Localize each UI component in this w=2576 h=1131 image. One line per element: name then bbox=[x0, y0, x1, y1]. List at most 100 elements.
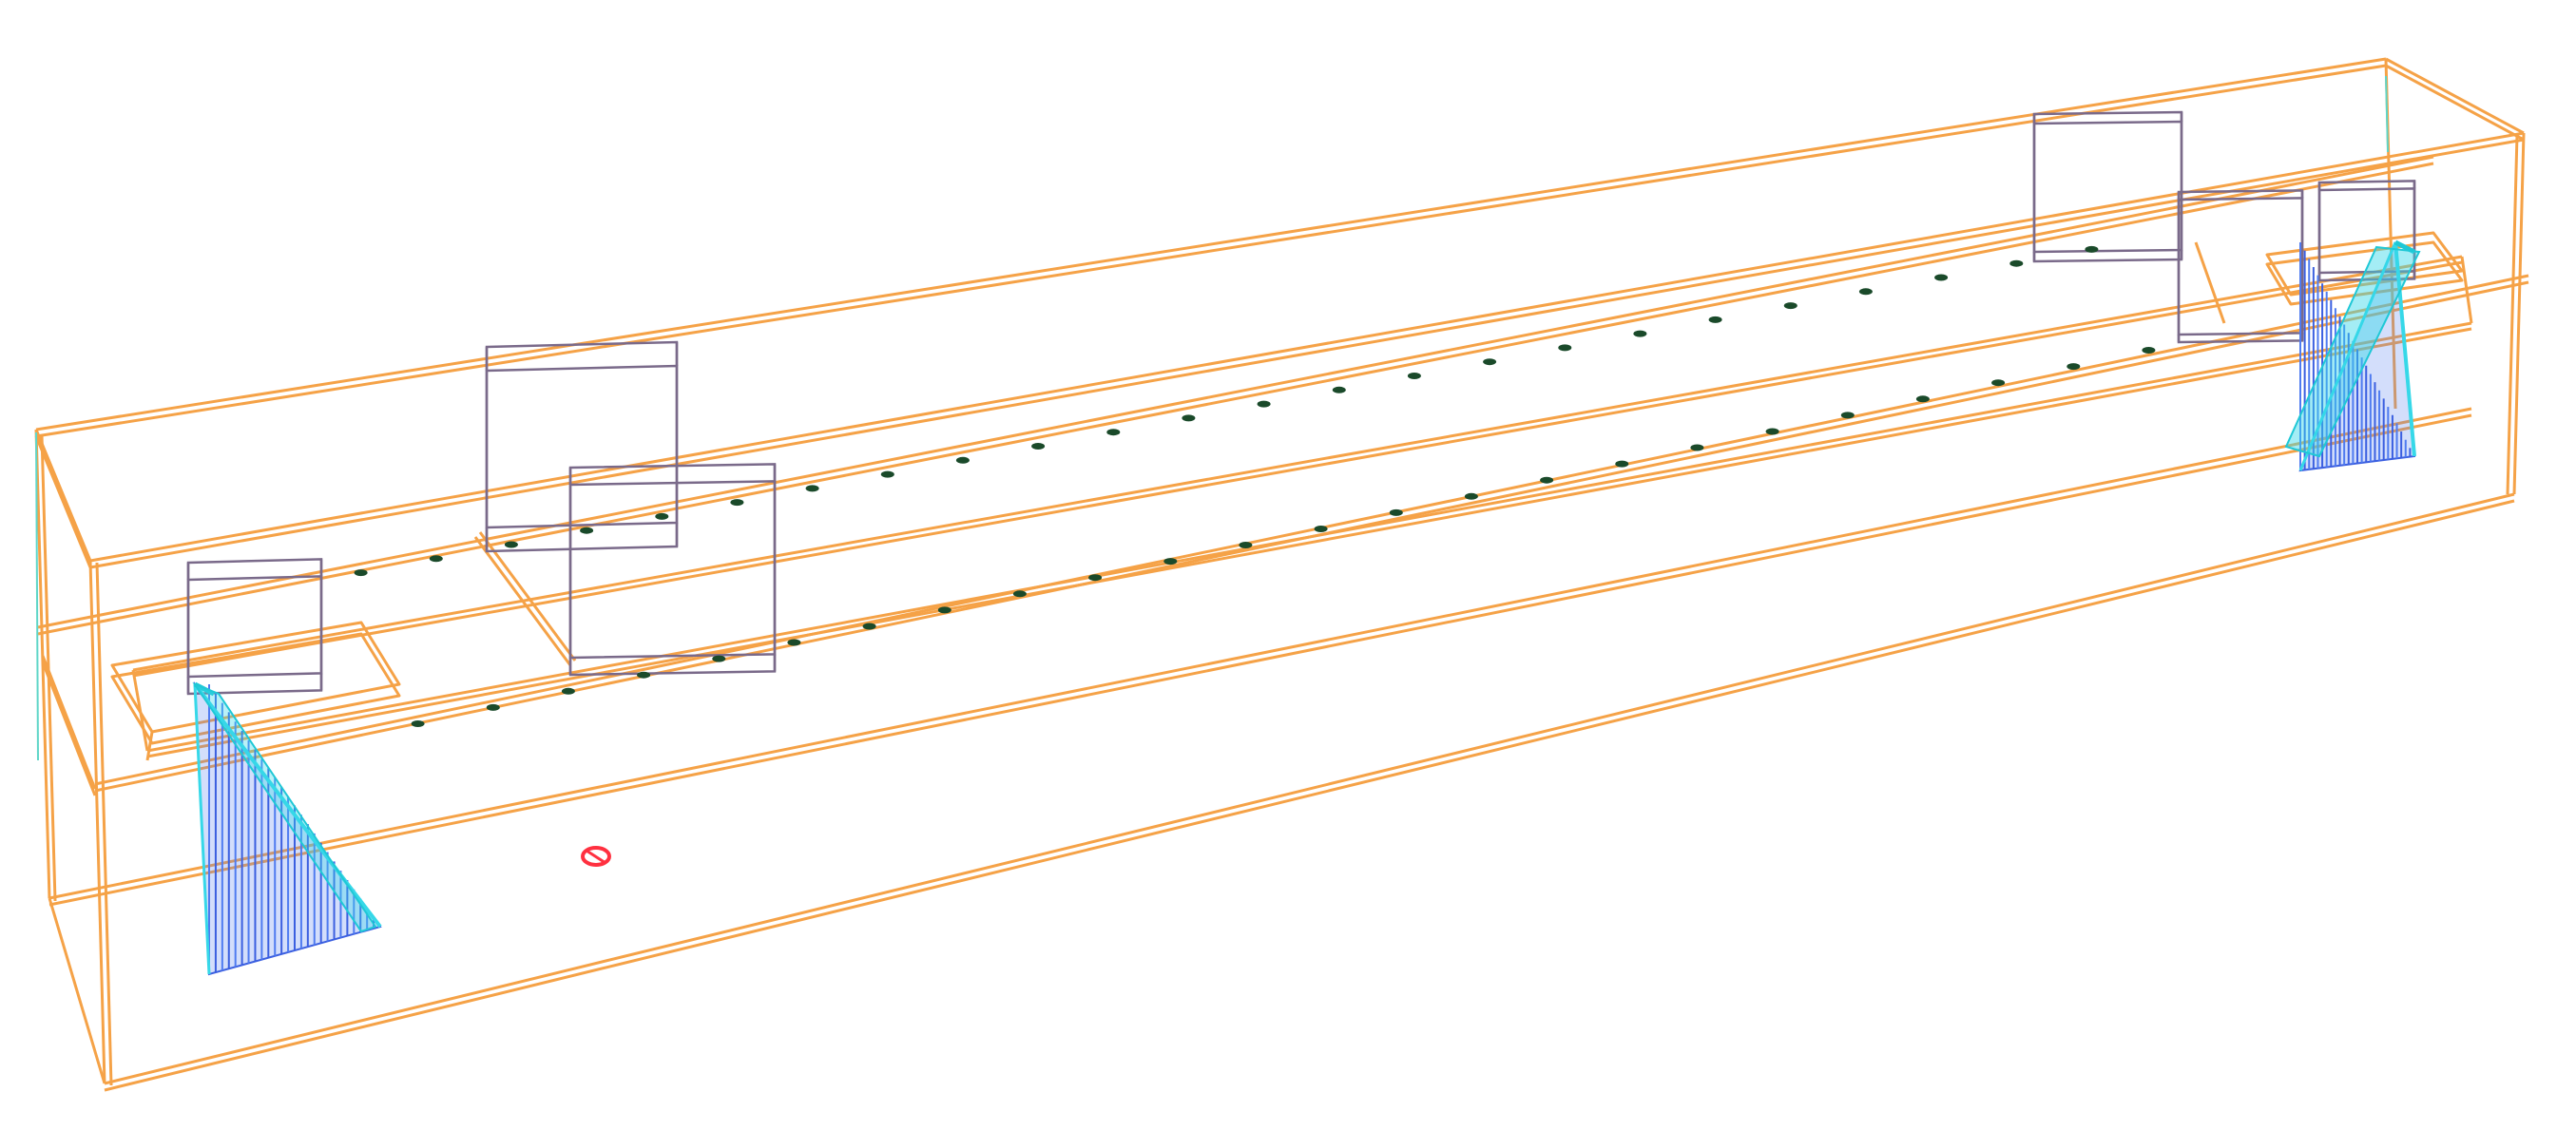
enclosure-front-left-vertical bbox=[95, 562, 113, 1086]
right-platform bbox=[2265, 231, 2464, 297]
enclosure-left-mid-link bbox=[41, 661, 97, 796]
sensor-point bbox=[1540, 476, 1554, 484]
fan-inlet-right-face bbox=[2284, 245, 2421, 458]
sensor-point bbox=[1765, 428, 1779, 435]
right-mid-box bbox=[2177, 197, 2304, 344]
source-marker-slash bbox=[586, 849, 606, 865]
enclosure-top-right-edge bbox=[2385, 57, 2525, 135]
shelf-back-edge bbox=[132, 260, 2463, 678]
sensor-point bbox=[1332, 386, 1346, 393]
enclosure-left-mid-link bbox=[41, 655, 97, 790]
enclosure-top-front-edge bbox=[89, 138, 2525, 569]
sensor-point bbox=[1031, 443, 1046, 450]
shelf-front-edge bbox=[146, 321, 2472, 753]
shelf-right-edge bbox=[2460, 256, 2473, 324]
sensor-point bbox=[787, 639, 801, 646]
left-platform bbox=[110, 621, 401, 734]
left-platform bbox=[110, 632, 401, 745]
right-platform bbox=[2265, 240, 2464, 306]
fan-inlet-right bbox=[2298, 240, 2416, 472]
source-marker-ring bbox=[581, 846, 611, 867]
sensor-point bbox=[1163, 558, 1178, 566]
fan-inlet-left bbox=[193, 681, 382, 976]
shelf-front-edge bbox=[146, 327, 2472, 758]
sensor-point bbox=[1615, 460, 1629, 468]
sensor-point bbox=[2142, 347, 2156, 354]
fan-inlet-right-edge bbox=[2393, 241, 2416, 457]
sensor-point bbox=[1389, 508, 1403, 516]
enclosure-front-mid-band bbox=[94, 274, 2529, 786]
enclosure-front-right-vertical bbox=[2512, 132, 2526, 495]
sensor-point bbox=[354, 569, 368, 577]
sensor-point bbox=[1783, 302, 1797, 310]
enclosure-top-left-edge bbox=[34, 435, 92, 568]
sensor-point bbox=[712, 655, 726, 662]
fan-inlet-left-face bbox=[192, 681, 377, 933]
enclosure-bottom-back-edge bbox=[48, 413, 2472, 907]
sensor-point bbox=[805, 485, 819, 492]
fan-inlets bbox=[192, 240, 2421, 976]
internal-boxes bbox=[186, 110, 2416, 696]
sensor-point bbox=[1088, 574, 1103, 582]
enclosure-bottom-front-edge bbox=[104, 499, 2515, 1092]
enclosure-bottom-front-edge bbox=[104, 492, 2515, 1085]
sensor-point bbox=[2009, 259, 2024, 267]
sensor-point bbox=[504, 541, 518, 548]
right-tall-box bbox=[2032, 120, 2183, 263]
sensor-point bbox=[1558, 344, 1572, 352]
enclosure-top-front-edge bbox=[89, 131, 2525, 563]
sensor-point bbox=[429, 555, 443, 563]
sensor-point bbox=[561, 687, 575, 695]
sensor-point bbox=[580, 527, 594, 534]
enclosure-top-right-edge bbox=[2385, 64, 2525, 142]
enclosure-top-back-edge bbox=[35, 57, 2387, 431]
right-wall-hint bbox=[2385, 75, 2389, 153]
sensor-point bbox=[1840, 412, 1855, 419]
sensor-point bbox=[730, 499, 744, 507]
sensor-point bbox=[1106, 429, 1121, 436]
sensor-point bbox=[1915, 395, 1930, 403]
enclosure-top-left-edge bbox=[34, 429, 92, 562]
sensor-point bbox=[955, 456, 970, 464]
sensor-point bbox=[880, 470, 894, 478]
sensor-point bbox=[2085, 245, 2099, 253]
sensor-point bbox=[1633, 330, 1647, 337]
sensor-point bbox=[1464, 492, 1478, 500]
sensor-point bbox=[1858, 288, 1873, 296]
source-marker-icon bbox=[581, 846, 611, 867]
sensor-point bbox=[1012, 590, 1027, 598]
enclosure-top-back-edge bbox=[35, 64, 2387, 438]
sensor-point bbox=[1483, 358, 1497, 366]
sensor-point bbox=[486, 703, 500, 711]
sensor-point bbox=[1690, 444, 1704, 451]
sensor-point bbox=[1934, 274, 1949, 281]
sensor-point bbox=[1708, 316, 1722, 323]
fan-inlet-right-edge bbox=[2298, 241, 2397, 471]
sensor-point bbox=[937, 606, 952, 614]
enclosure-frame bbox=[34, 57, 2529, 1092]
sensor-point bbox=[637, 671, 651, 679]
shelf-back-edge bbox=[132, 255, 2463, 672]
fan-inlet-left-edge bbox=[193, 683, 211, 975]
enclosure-front-right-vertical bbox=[2506, 134, 2519, 495]
left-wall-hint bbox=[35, 431, 39, 761]
enclosure-front-left-vertical bbox=[88, 560, 106, 1084]
sensor-point bbox=[862, 623, 876, 630]
enclosure-bottom-left-edge bbox=[48, 897, 106, 1084]
right-stay-line bbox=[2194, 241, 2226, 324]
sensor-point bbox=[1314, 526, 1328, 532]
left-platform-leg bbox=[145, 731, 154, 761]
sensor-points bbox=[354, 245, 2156, 727]
sensor-point bbox=[411, 720, 425, 727]
enclosure-back-mid-band bbox=[37, 162, 2434, 636]
sensor-point bbox=[1257, 400, 1271, 408]
sensor-point bbox=[655, 512, 669, 520]
left-stay-line bbox=[473, 536, 572, 666]
sensor-point bbox=[1407, 373, 1421, 379]
sensor-point bbox=[1239, 542, 1253, 548]
left-stay-line bbox=[478, 531, 577, 661]
sensor-point bbox=[1182, 414, 1196, 422]
enclosure-bottom-back-edge bbox=[48, 407, 2472, 900]
sensor-point bbox=[1991, 379, 2006, 387]
